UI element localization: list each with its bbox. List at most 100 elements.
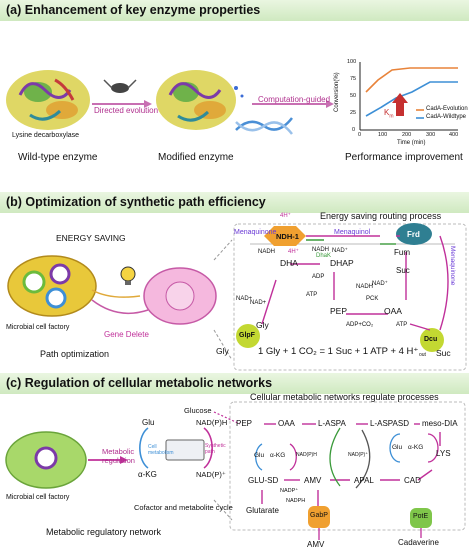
panel-c-header: (c) Regulation of cellular metabolic net…: [0, 373, 469, 394]
panel-c-title: (c) Regulation of cellular metabolic net…: [6, 376, 273, 390]
out-label: out: [419, 352, 426, 358]
lysine-decarboxylase-label: Lysine decarboxylase: [12, 132, 80, 139]
computation-guided-arrow: [252, 100, 334, 108]
km-arrow-head: [392, 93, 408, 103]
adp-co2-label: ADP+CO₂: [346, 322, 374, 328]
synthetic-path-label: Synthetic path: [205, 443, 226, 455]
dcu-label: Dcu: [424, 336, 438, 343]
legend-wildtype: CadA-Wildtype: [426, 114, 467, 120]
x-tick-4: 400: [449, 132, 459, 138]
panel-b-title: (b) Optimization of synthetic path effic…: [6, 195, 266, 209]
suc-label: Suc: [396, 266, 410, 275]
conversion-chart: [359, 62, 458, 131]
ndh1-label: NDH-1: [276, 232, 299, 241]
akg-label: α-KG: [138, 470, 157, 479]
mesodia-label: meso-DIA: [422, 419, 458, 428]
chart-y-axis-label: Conversion(%): [334, 72, 340, 112]
oaa-label: OAA: [384, 306, 402, 316]
pep-c-label: PEP: [236, 419, 253, 428]
metabolic-regulation-label: Metabolic regulation: [102, 447, 135, 465]
nadp-bottom-label: NAD(P)⁺: [196, 470, 226, 479]
equation-label: 1 Gly + 1 CO₂ = 1 Suc + 1 ATP + 4 H⁺: [258, 346, 419, 357]
pink-cell-b: [143, 267, 217, 325]
directed-evolution-arrow: [92, 79, 152, 108]
panel-a-graphics: [6, 62, 458, 135]
nadh-plus-label: NADH: [312, 247, 330, 253]
energy-saving-label: ENERGY SAVING: [56, 233, 126, 243]
microbial-cell-factory-c: [5, 431, 87, 489]
laspa-label: L-ASPA: [318, 419, 346, 428]
lys-label: LYS: [436, 449, 451, 458]
nad-plus-3-label: NAD+: [250, 300, 267, 306]
glu-3-label: Glu: [392, 444, 403, 451]
wildtype-enzyme-illustration: [6, 70, 90, 130]
metabolic-network-label: Metabolic regulatory network: [46, 527, 162, 537]
panel-a-title: (a) Enhancement of key enzyme properties: [6, 3, 261, 17]
amv-label: AMV: [304, 476, 322, 485]
computation-guided-label: Computation-guided: [258, 95, 331, 104]
gly-label: Gly: [256, 320, 269, 330]
pck-label: PCK: [366, 296, 379, 302]
atp-1-label: ATP: [306, 292, 318, 298]
fum-label: Fum: [394, 248, 410, 257]
dhak-label: DhaK: [316, 253, 332, 259]
adp-1-label: ADP: [312, 274, 325, 280]
x-tick-2: 200: [402, 132, 412, 138]
nadh-2-label: NADH: [356, 284, 374, 290]
km-label: Km: [384, 108, 394, 120]
nad-1-label: NAD+: [236, 296, 253, 302]
cadaverine-label: Cadaverine: [398, 538, 439, 547]
networks-title: Cellular metabolic networks regulate pro…: [250, 392, 439, 402]
chart-x-axis-label: Time (min): [397, 140, 426, 146]
modified-enzyme-illustration: [156, 70, 244, 130]
microbial-cell-factory-b-label: Microbial cell factory: [6, 324, 70, 331]
dha-label: DHA: [280, 258, 298, 268]
km-arrow-shaft: [396, 102, 404, 116]
y-tick-75: 75: [350, 76, 357, 82]
nadph-top-label: NAD(P)H: [196, 418, 228, 427]
lightbulb-icon: [120, 266, 136, 285]
glu-sd-label: GLU-SD: [248, 476, 279, 485]
oaa-c-label: OAA: [278, 419, 295, 428]
cad-label: CAD: [404, 476, 421, 485]
x-tick-1: 100: [378, 132, 388, 138]
nadh-1-label: NADH: [258, 249, 276, 255]
pep-label: PEP: [330, 306, 348, 316]
panel-b-header: (b) Optimization of synthetic path effic…: [0, 192, 469, 213]
gabp-label: GabP: [310, 512, 328, 519]
y-tick-25: 25: [350, 110, 357, 116]
glutarate-label: Glutarate: [246, 506, 279, 515]
frd-label: Frd: [407, 230, 420, 239]
routing-title: Energy saving routing process: [320, 211, 442, 221]
y-tick-100: 100: [347, 59, 357, 65]
atp-2-label: ATP: [396, 322, 408, 328]
performance-improvement-label: Performance improvement: [345, 152, 463, 163]
x-tick-0: 0: [358, 132, 362, 138]
microbial-cell-factory-c-label: Microbial cell factory: [6, 494, 70, 501]
apal-label: APAL: [354, 476, 374, 485]
akg-3-label: α-KG: [408, 444, 424, 451]
menaquinone-right-label: Menaquinone: [449, 246, 456, 286]
panel-a-header: (a) Enhancement of key enzyme properties: [0, 0, 469, 21]
nadph-a-label: NAD(P)H: [296, 452, 317, 458]
wildtype-enzyme-label: Wild-type enzyme: [18, 152, 98, 163]
routing-green-arrows: [306, 239, 396, 245]
amv-out-label: AMV: [307, 540, 325, 549]
y-tick-50: 50: [350, 93, 357, 99]
path-optimization-label: Path optimization: [40, 349, 110, 359]
menaquinol-label: Menaquinol: [334, 229, 371, 236]
nadp-b-label: NADP⁺: [280, 488, 299, 494]
h4-top-label: 4H⁺: [280, 213, 291, 219]
directed-evolution-label: Directed evolution: [94, 106, 159, 115]
glpf-label: GlpF: [239, 332, 255, 339]
dhap-label: DHAP: [330, 258, 354, 268]
h4-inner-label: 4H⁺: [288, 249, 299, 255]
akg-2-label: α-KG: [270, 452, 286, 459]
legend-evolution: CadA-Evolution: [426, 106, 468, 112]
suc-out-label: Suc: [436, 348, 451, 358]
modified-enzyme-label: Modified enzyme: [158, 152, 234, 163]
laspasd-label: L-ASPASD: [370, 419, 409, 428]
x-tick-3: 300: [426, 132, 436, 138]
nad-plus-2-label: NAD⁺: [332, 248, 348, 254]
